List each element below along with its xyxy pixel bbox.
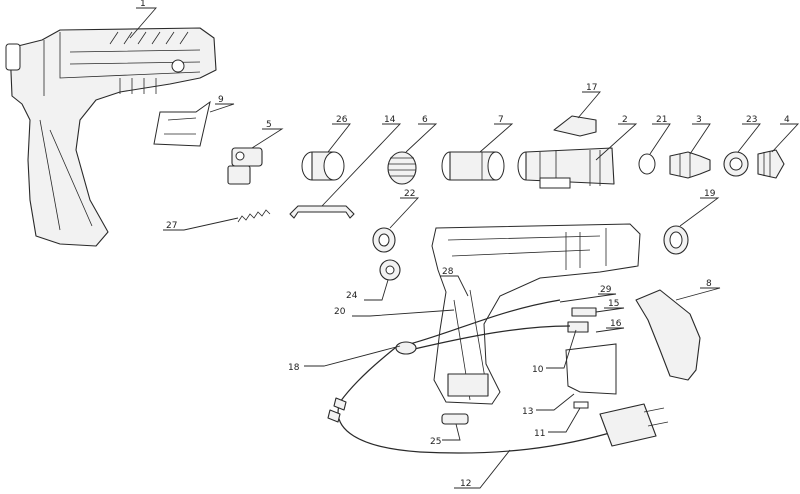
part-bracket-plate [289,205,355,219]
callout-15: 15 [608,299,619,309]
part-o-ring [638,153,656,175]
callout-9: 9 [218,95,224,105]
callout-29: 29 [600,285,612,295]
callout-21: 21 [656,115,667,125]
callout-18: 18 [288,363,300,373]
callout-12: 12 [460,479,471,489]
callout-14: 14 [384,115,396,125]
callout-5: 5 [266,120,272,130]
part-small-block [573,401,589,409]
part-contact-strip [571,307,597,317]
callout-2: 2 [622,115,628,125]
callout-leaders [129,7,800,489]
callout-7: 7 [498,115,504,125]
part-housing-shell [5,27,217,247]
part-switch [227,147,263,185]
part-spring [237,209,271,223]
callout-26: 26 [336,115,348,125]
callout-16: 16 [610,319,622,329]
part-ring-22 [372,227,396,253]
callout-3: 3 [696,115,702,125]
part-sleeve [301,151,345,181]
part-heater-clip [553,115,597,137]
part-heater-body [517,147,615,189]
power-plug [599,403,669,447]
callout-4: 4 [784,115,790,125]
callout-labels: 1 2 3 4 5 6 7 8 9 10 11 12 13 14 15 16 1… [140,0,790,489]
part-washer [723,151,749,177]
part-shield-plate [565,343,617,395]
callout-1: 1 [140,0,146,9]
callout-20: 20 [334,307,346,317]
wiring-harness [327,299,621,454]
part-small-plate [441,413,469,425]
callout-13: 13 [522,407,533,417]
part-nozzle [669,151,711,179]
callout-23: 23 [746,115,757,125]
callout-17: 17 [586,83,597,93]
part-tube [441,151,505,181]
part-ring-19 [663,225,689,255]
callout-24: 24 [346,291,358,301]
part-side-handle [635,289,701,381]
callout-22: 22 [404,189,415,199]
callout-27: 27 [166,221,177,231]
callout-6: 6 [422,115,428,125]
part-trigger-clip [153,100,211,147]
callout-19: 19 [704,189,716,199]
callout-25: 25 [430,437,441,447]
callout-8: 8 [706,279,712,289]
callout-11: 11 [534,429,545,439]
callout-28: 28 [442,267,454,277]
part-contact-plate [567,321,589,333]
part-heating-coil [387,151,417,185]
part-inner-housing [431,223,641,405]
callout-10: 10 [532,365,544,375]
part-ring-24 [379,259,401,281]
part-nozzle-tip [757,149,785,179]
